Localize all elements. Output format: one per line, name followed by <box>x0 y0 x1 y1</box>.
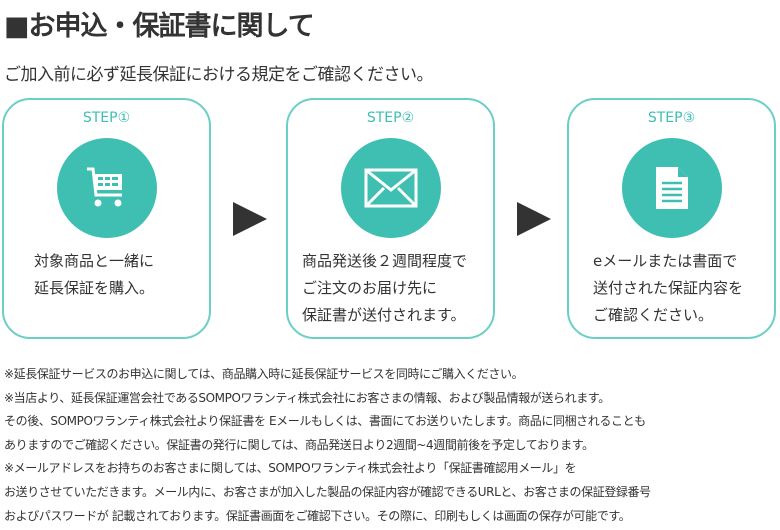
page-subtitle: ご加入前に必ず延長保証における規定をご確認ください。 <box>4 65 434 85</box>
step-label: STEP③ <box>647 110 696 126</box>
note-line: ありますのでご確認ください。保証書の発行に関しては、商品発送日より2週間~4週間… <box>4 437 594 452</box>
arrow-right-icon <box>517 202 551 236</box>
step-label: STEP① <box>82 110 131 126</box>
document-icon <box>621 138 722 238</box>
step-card-3: STEP③ eメールまたは書面で 送付された保証内容を ご確認ください。 <box>567 98 776 339</box>
note-line: お送りさせていただきます。メール内に、お客さまが加入した製品の保証内容が確認でき… <box>4 484 651 499</box>
note-line: およびパスワードが 記載されております。保証書画面をご確認下さい。その際に、印刷… <box>4 508 631 523</box>
note-line: ※当店より、延長保証運営会社であるSOMPOワランティ株式会社にお客さまの情報、… <box>4 390 610 405</box>
step-description: 対象商品と一緒に 延長保証を購入。 <box>34 252 155 297</box>
step-card-2: STEP② 商品発送後２週間程度で ご注文のお届け先に 保証書が送付されます。 <box>286 98 495 339</box>
step-description: eメールまたは書面で 送付された保証内容を ご確認ください。 <box>593 252 744 324</box>
envelope-icon <box>340 138 441 238</box>
arrow-right-icon <box>233 202 267 236</box>
step-description: 商品発送後２週間程度で ご注文のお届け先に 保証書が送付されます。 <box>302 252 468 324</box>
note-line: ※メールアドレスをお持ちのお客さまに関しては、SOMPOワランティ株式会社より「… <box>4 461 577 476</box>
note-line: その後、SOMPOワランティ株式会社より保証書を Eメールもしくは、書面にてお送… <box>4 414 646 429</box>
cart-icon <box>56 138 157 238</box>
page-title: ■お申込・保証書に関して <box>4 11 315 42</box>
notes: ※延長保証サービスのお申込に関しては、商品購入時に延長保証サービスを同時にご購入… <box>4 363 651 528</box>
step-card-1: STEP① 対象商品と一緒に 延長保証を購入。 <box>2 98 211 339</box>
step-label: STEP② <box>366 110 415 126</box>
note-line: ※延長保証サービスのお申込に関しては、商品購入時に延長保証サービスを同時にご購入… <box>4 367 524 381</box>
